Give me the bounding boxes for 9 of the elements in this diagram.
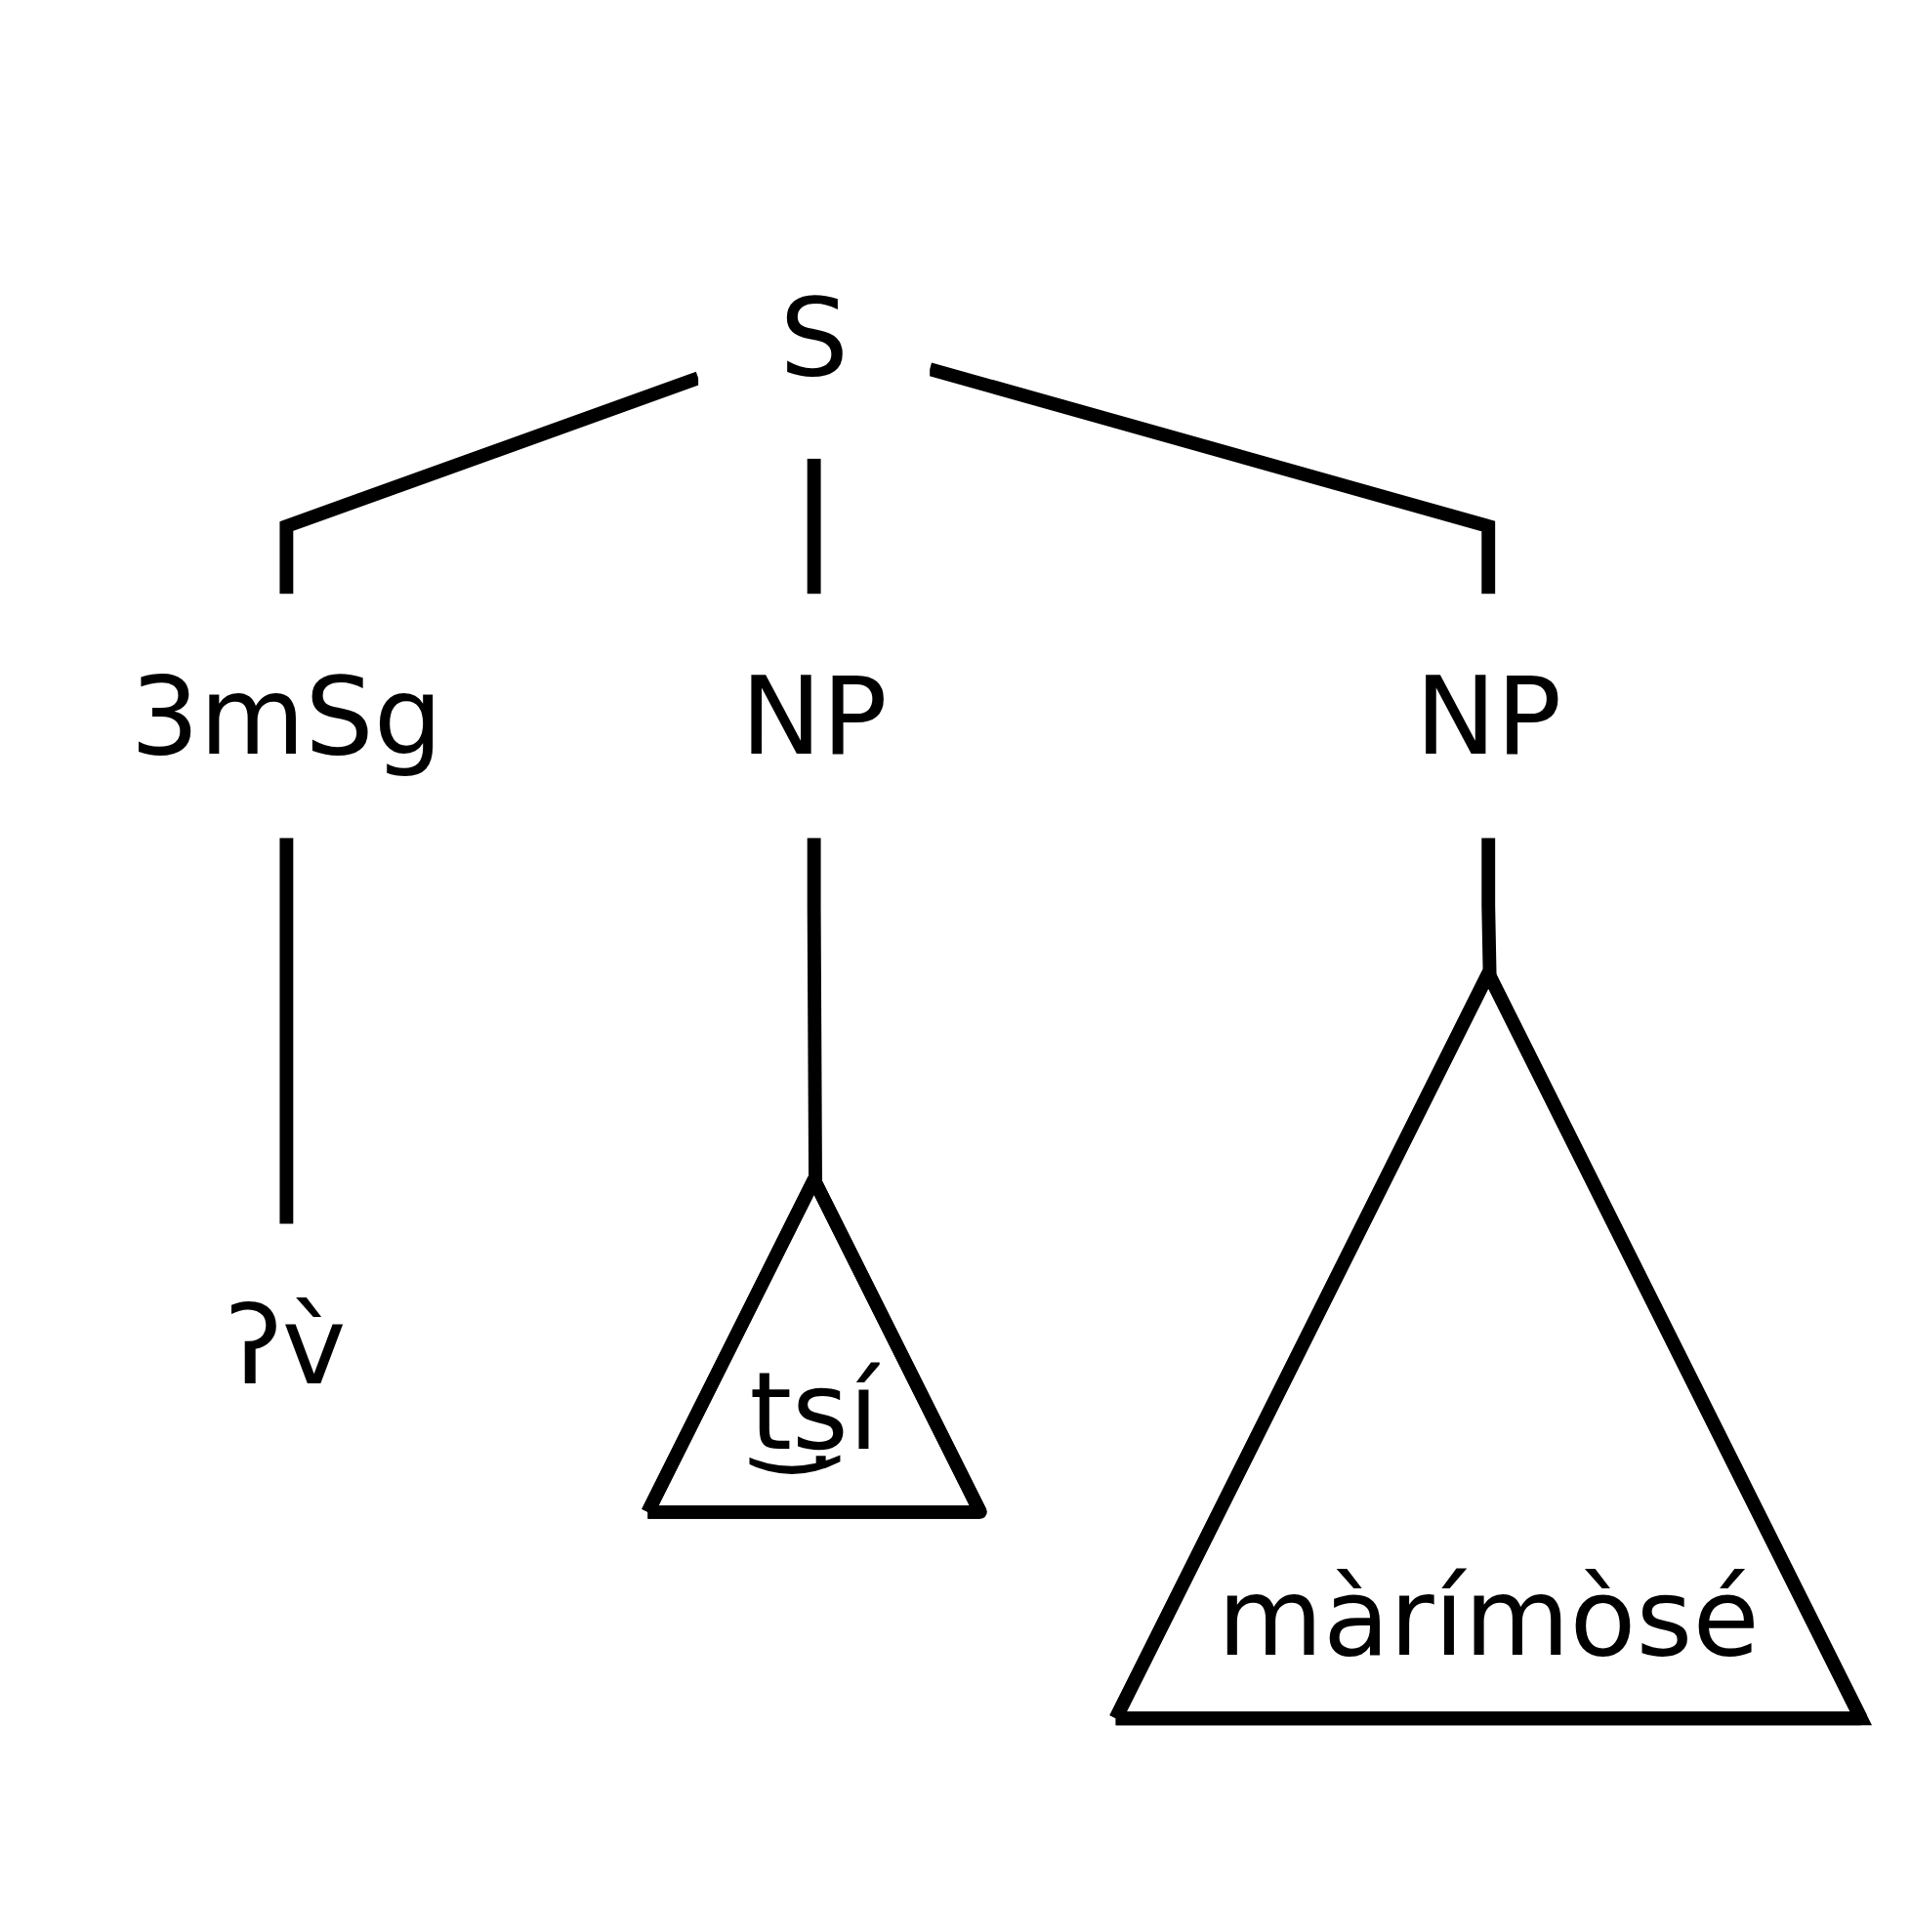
connector (279, 837, 294, 1224)
node-text: NP (740, 652, 888, 778)
node-text: ʔv̀ (227, 1283, 347, 1408)
node-text: 3mSg (130, 652, 443, 778)
node-text: S (779, 273, 849, 399)
node-text: NP (1415, 652, 1562, 778)
connector (807, 458, 821, 594)
connector (807, 837, 822, 1181)
connector (1481, 837, 1497, 975)
